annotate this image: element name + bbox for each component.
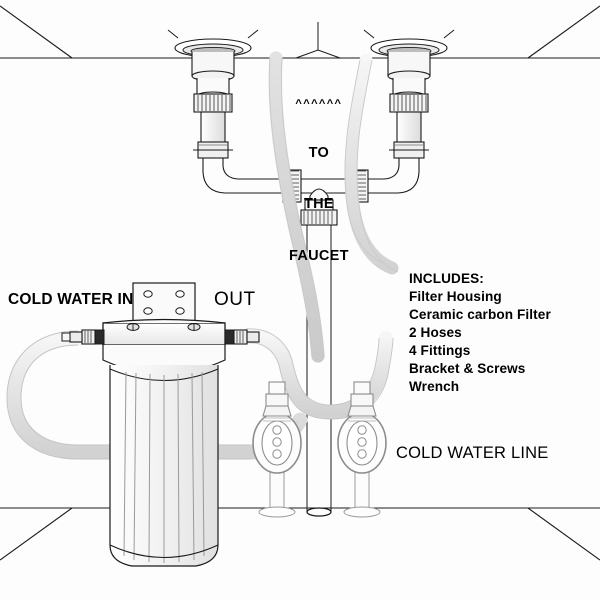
left-drain-ribbed-nut bbox=[193, 93, 233, 113]
inlet-fitting bbox=[61, 329, 105, 345]
left-drain-slip-nut bbox=[193, 141, 233, 159]
tee-ribbed-nut bbox=[300, 209, 338, 226]
left-sink-drain-assembly bbox=[167, 29, 276, 194]
includes-item-2: 2 Hoses bbox=[409, 324, 462, 340]
label-to-the-faucet: ^^^^^^ TO THE FAUCET bbox=[289, 64, 349, 300]
right-drain-ribbed-nut bbox=[389, 93, 429, 113]
label-cold-water-line: COLD WATER LINE bbox=[396, 444, 549, 462]
right-shutoff-valve[interactable] bbox=[337, 381, 387, 474]
includes-heading: INCLUDES: bbox=[409, 271, 484, 286]
includes-item-3: 4 Fittings bbox=[409, 342, 471, 358]
right-drain-slip-nut bbox=[389, 141, 429, 159]
right-drain-hose-sweep bbox=[344, 53, 399, 275]
includes-item-4: Bracket & Screws bbox=[409, 360, 526, 376]
label-out: OUT bbox=[214, 289, 256, 310]
faucet-line-1: TO bbox=[308, 144, 330, 161]
includes-item-1: Ceramic carbon Filter bbox=[409, 306, 551, 322]
faucet-line-2: THE bbox=[303, 196, 334, 213]
outlet-fitting bbox=[224, 329, 260, 345]
label-cold-water-in: COLD WATER IN bbox=[8, 291, 134, 308]
outlet-hose bbox=[239, 328, 394, 420]
right-sink-drain-assembly bbox=[348, 29, 455, 194]
ceramic-carbon-filter-cartridge bbox=[123, 371, 205, 563]
faucet-supply-hose bbox=[268, 51, 325, 363]
faucet-arrows-icon: ^^^^^^ bbox=[295, 98, 343, 111]
faucet-line-3: FAUCET bbox=[289, 248, 349, 265]
filter-housing bbox=[102, 282, 226, 567]
includes-list: INCLUDES: Filter Housing Ceramic carbon … bbox=[409, 270, 551, 396]
left-supply-pipe bbox=[258, 467, 296, 518]
left-shutoff-valve[interactable] bbox=[252, 381, 302, 474]
includes-item-0: Filter Housing bbox=[409, 288, 502, 304]
includes-item-5: Wrench bbox=[409, 378, 460, 394]
